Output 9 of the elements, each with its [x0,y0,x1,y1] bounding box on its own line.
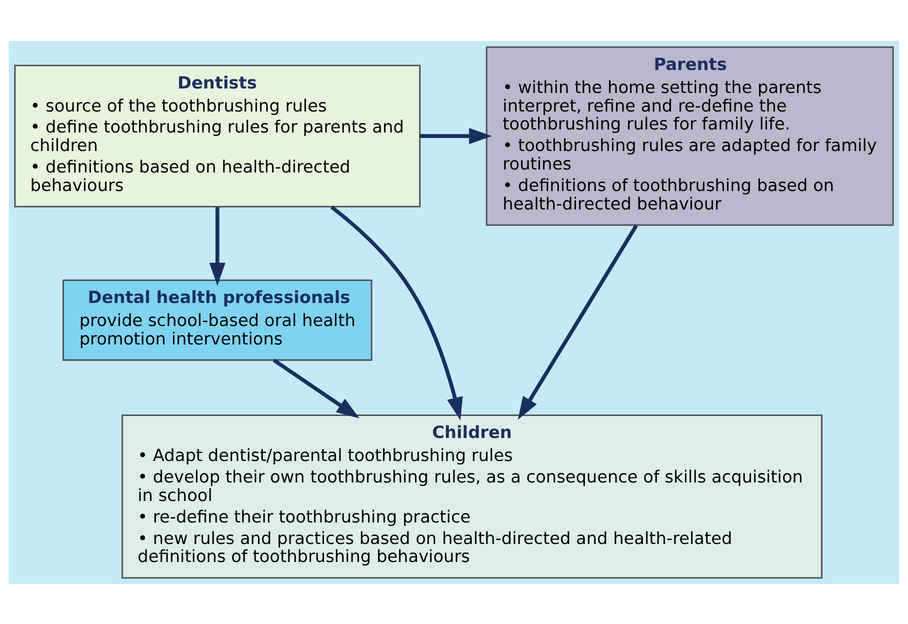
arrow [420,128,492,144]
arrow [272,358,360,418]
arrow [209,206,226,286]
node-box: Dental health professionals provide school-based oral health promotion interventions [62,279,372,360]
arrow [518,224,638,420]
node-box: Dentists • source of the toothbrushing rules • define toothbrushing rules for parents and children • definitions based on health-directed behaviours [14,64,421,207]
node-box: Parents • within the home setting the parents interpret, refine and re-define the toothbrushing rules for family life. • toothbrushing rules are adapted for family routines • definitions of toothbrushing based on health-directed behaviour [486,46,894,226]
node-box: Children • Adapt dentist/parental toothbrushing rules • develop their own toothbrushing rules, as a consequence of skills acquisition in school • re-define their toothbrushing practice • new rules and practices based on health-directed and health-related definitions of toothbrushing behaviours [122,414,823,578]
arrow [330,205,463,420]
